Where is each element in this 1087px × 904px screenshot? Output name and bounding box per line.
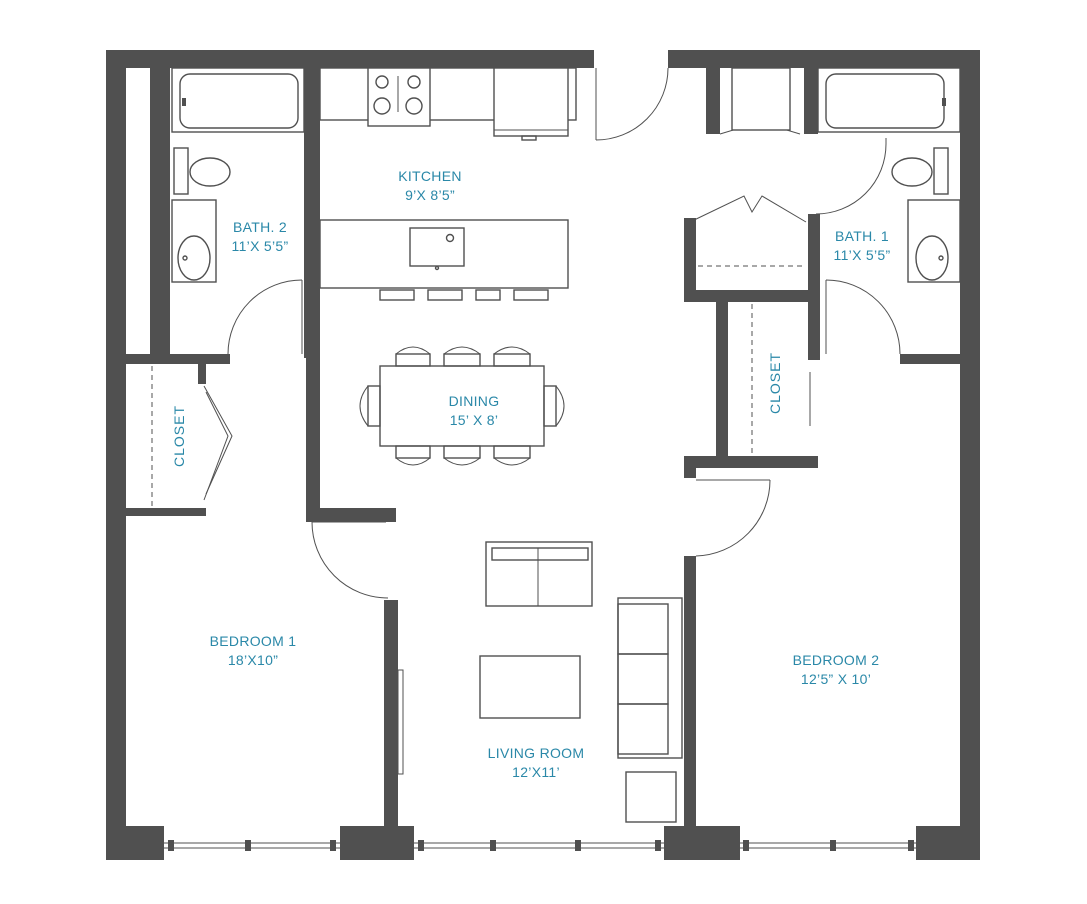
closet-left-label: CLOSET (171, 405, 187, 468)
living-furniture (479, 541, 683, 823)
room-name: BATH. 1 (835, 228, 889, 244)
chair-icon (359, 385, 381, 427)
kitchen-label: KITCHEN 9’X 8’5” (370, 167, 490, 205)
dining-set (359, 346, 565, 466)
room-name: BEDROOM 2 (792, 652, 880, 668)
left-closet (151, 366, 233, 506)
room-name: DINING (448, 393, 500, 409)
sofa-icon (485, 541, 593, 607)
bathroom-sink-icon (907, 199, 961, 283)
stool (379, 289, 415, 301)
room-size: 9’X 8’5” (405, 187, 455, 203)
dining-label: DINING 15’ X 8’ (414, 392, 534, 430)
coffee-table (479, 655, 581, 719)
room-size: 15’ X 8’ (449, 412, 499, 428)
bath1-fixtures (731, 67, 961, 283)
right-closets (689, 121, 811, 454)
chair-icon (543, 385, 565, 427)
chair-icon (443, 346, 481, 367)
interior-walls-right (684, 68, 960, 826)
bathroom-sink-icon (171, 199, 217, 283)
room-name: BEDROOM 1 (209, 633, 297, 649)
toilet-icon (891, 147, 949, 195)
room-size: 18’X10” (227, 652, 279, 668)
room-size: 12’5” X 10’ (800, 671, 872, 687)
room-size: 11’X 5’5” (231, 238, 289, 254)
doors (227, 67, 901, 775)
side-table (625, 771, 677, 823)
stool (475, 289, 501, 301)
windows (164, 840, 916, 851)
sink-icon (409, 227, 465, 271)
stool (513, 289, 549, 301)
room-name: BATH. 2 (233, 219, 287, 235)
chair-icon (443, 445, 481, 466)
bathtub-icon (817, 67, 961, 133)
kitchen-island (319, 219, 569, 301)
room-name: LIVING ROOM (487, 745, 585, 761)
room-size: 12’X11’ (512, 764, 560, 780)
interior-walls-left (126, 68, 398, 826)
washer-icon (731, 67, 791, 131)
exterior-walls (106, 50, 980, 860)
stool (427, 289, 463, 301)
stove-icon (367, 67, 431, 127)
fridge-icon (493, 67, 569, 141)
chair-icon (395, 346, 431, 367)
chair-icon (493, 346, 531, 367)
bathtub-icon (171, 67, 305, 133)
sofa-icon (617, 597, 683, 759)
bedroom2-label: BEDROOM 2 12’5” X 10’ (766, 651, 906, 689)
room-size: 11’X 5’5” (833, 247, 891, 263)
toilet-icon (173, 147, 231, 195)
bath2-fixtures (171, 67, 305, 283)
bath1-label: BATH. 1 11’X 5’5” (812, 227, 912, 265)
kitchen-fixtures (319, 67, 577, 301)
bedroom1-label: BEDROOM 1 18’X10” (188, 632, 318, 670)
closet-right-label: CLOSET (767, 352, 783, 415)
chair-icon (395, 445, 431, 466)
living-room-label: LIVING ROOM 12’X11’ (466, 744, 606, 782)
bath2-label: BATH. 2 11’X 5’5” (210, 218, 310, 256)
chair-icon (493, 445, 531, 466)
room-name: KITCHEN (398, 168, 462, 184)
